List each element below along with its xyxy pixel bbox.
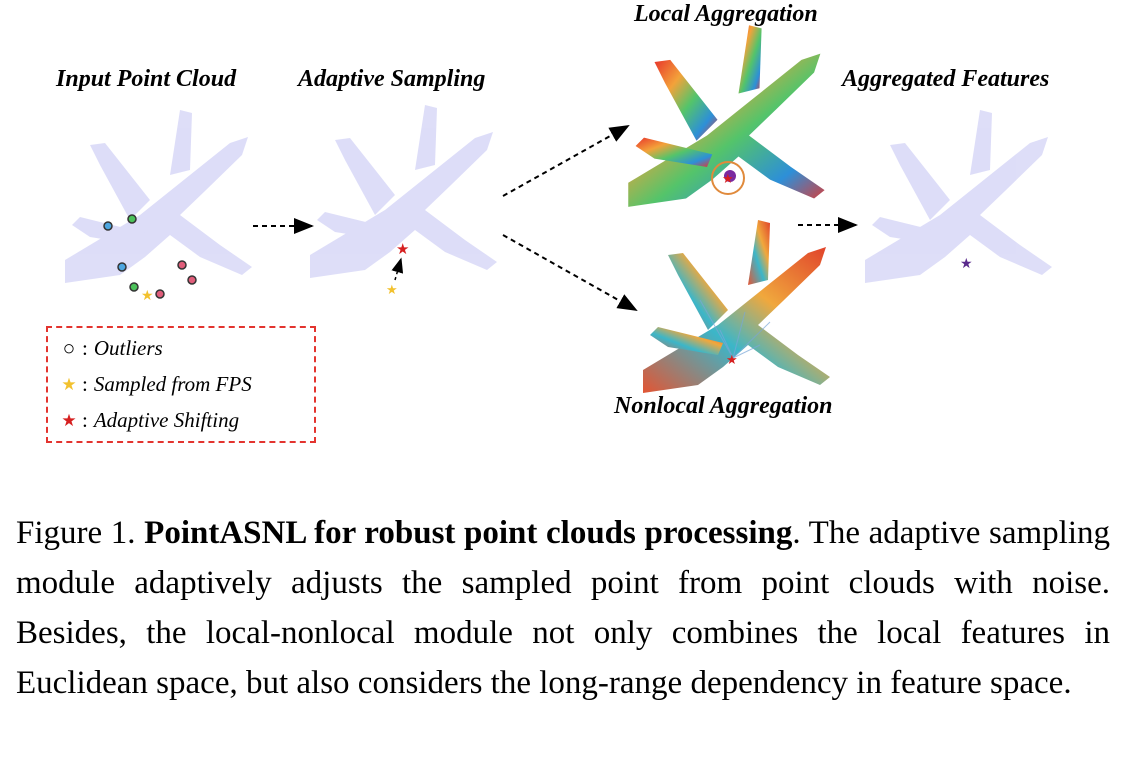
local-cluster	[724, 170, 736, 182]
legend-outliers-label: Outliers	[93, 336, 163, 360]
label-adaptive-sampling: Adaptive Sampling	[298, 66, 486, 92]
local-ring	[711, 161, 745, 195]
plane-input	[65, 110, 252, 283]
legend-row-shift: ★ : Adaptive Shifting	[58, 408, 239, 433]
outlier-points	[103, 214, 197, 299]
label-input-point-cloud: Input Point Cloud	[56, 66, 237, 92]
legend-row-outliers: ○ : Outliers	[58, 336, 163, 361]
legend-shift-label: Adaptive Shifting	[93, 408, 240, 432]
label-nonlocal-aggregation: Nonlocal Aggregation	[614, 393, 833, 419]
label-local-aggregation: Local Aggregation	[634, 1, 818, 27]
aggregated-star-icon: ★	[960, 256, 973, 272]
legend-row-fps: ★ : Sampled from FPS	[58, 372, 252, 397]
shift-arrow	[391, 257, 404, 281]
figure-caption: Figure 1. PointASNL for robust point clo…	[16, 508, 1110, 708]
figure: Input Point Cloud Adaptive Sampling Loca…	[46, 1, 1052, 443]
fps-star-icon: ★	[141, 288, 154, 304]
local-star-icon: ★	[722, 172, 734, 187]
label-aggregated-features: Aggregated Features	[842, 66, 1050, 92]
arrow-to-nonlocal	[502, 234, 638, 311]
arrow-to-local	[502, 125, 630, 197]
nonlocal-links	[699, 299, 771, 359]
nonlocal-star-icon: ★	[726, 353, 738, 368]
caption-title: PointASNL for robust point clouds proces…	[144, 515, 793, 551]
legend: ○ : Outliers ★ : Sampled from FPS ★ : Ad…	[46, 326, 316, 443]
legend-fps-label: Sampled from FPS	[93, 372, 252, 396]
figure-graphics: ★ ★ ★ ★ ★	[65, 25, 1052, 393]
shift-star-icon: ★	[396, 240, 409, 258]
caption-body: . The adaptive sampling module adaptivel…	[16, 515, 1110, 701]
plane-aggregated	[865, 110, 1052, 283]
shift-star-legend-icon: ★	[61, 410, 77, 430]
fps-star-icon-2: ★	[386, 283, 398, 298]
outlier-circle-icon: ○	[62, 336, 76, 360]
fps-star-legend-icon: ★	[61, 374, 77, 394]
caption-prefix: Figure 1.	[16, 515, 145, 551]
